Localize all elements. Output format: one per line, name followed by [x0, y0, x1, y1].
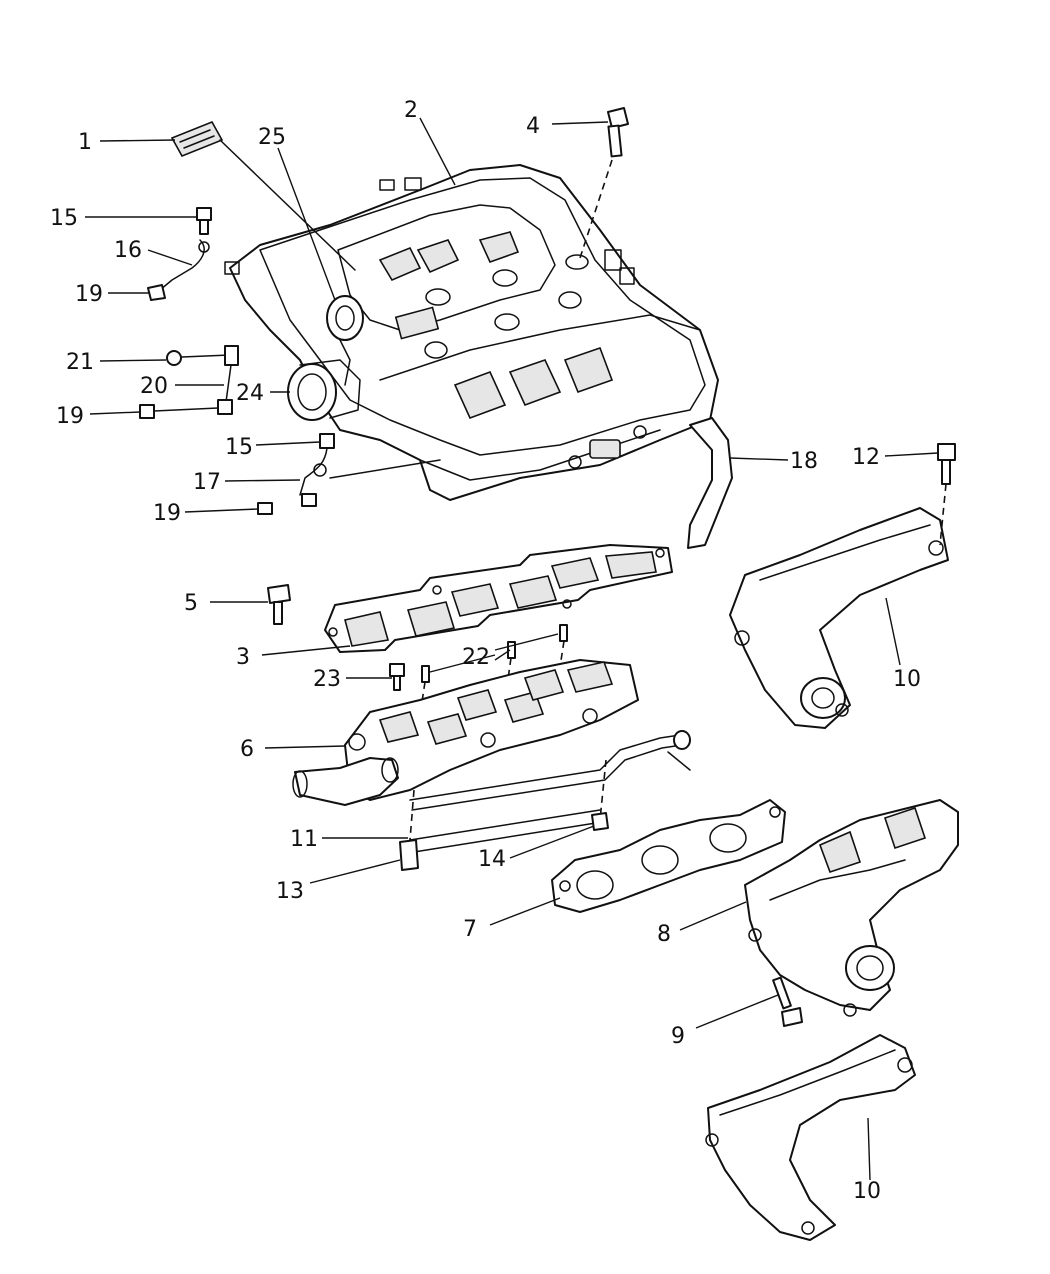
coolant-hose	[399, 759, 609, 871]
callout-1: 1	[78, 130, 92, 155]
callout-24: 24	[236, 381, 264, 406]
callout-19-lower: 19	[153, 501, 181, 526]
callout-22: 22	[462, 645, 490, 670]
callout-2: 2	[404, 98, 418, 123]
callout-16: 16	[114, 238, 142, 263]
callout-3: 3	[236, 645, 250, 670]
bracket-assembly-lower	[257, 433, 441, 515]
label-plate	[170, 120, 356, 271]
callout-9: 9	[671, 1024, 685, 1049]
upper-gasket	[324, 544, 673, 653]
bracket-18	[687, 417, 733, 549]
callout-23: 23	[313, 667, 341, 692]
bracket-assembly-upper	[147, 207, 212, 301]
heat-shield-upper	[729, 507, 949, 729]
callout-19-upper: 19	[75, 282, 103, 307]
callout-20: 20	[140, 374, 168, 399]
support-rod-assembly	[139, 345, 239, 419]
leader-lines	[85, 117, 939, 1181]
callout-18: 18	[790, 449, 818, 474]
callout-25: 25	[258, 125, 286, 150]
callout-10-upper: 10	[893, 667, 921, 692]
callout-6: 6	[240, 737, 254, 762]
callout-11: 11	[290, 827, 318, 852]
egr-valve	[326, 295, 364, 386]
bolt-5	[267, 584, 291, 625]
callout-13: 13	[276, 879, 304, 904]
callout-15-upper: 15	[50, 206, 78, 231]
callout-14: 14	[478, 847, 506, 872]
callout-8: 8	[657, 922, 671, 947]
bolt-9	[772, 976, 803, 1027]
exhaust-manifold	[744, 799, 959, 1017]
callout-4: 4	[526, 114, 540, 139]
callout-5: 5	[184, 591, 198, 616]
callout-12: 12	[852, 445, 880, 470]
callout-15-lower: 15	[225, 435, 253, 460]
lower-intake-manifold	[292, 659, 691, 811]
callout-7: 7	[463, 917, 477, 942]
bolt-12	[937, 443, 956, 546]
bolt-4	[579, 107, 629, 259]
heat-shield-lower	[705, 1034, 916, 1241]
callout-17: 17	[193, 470, 221, 495]
callout-labels: 1 2 25 4 15 16 19 21 20 19 24 15 17 19 1…	[50, 98, 921, 1204]
exhaust-gasket	[551, 799, 786, 913]
callout-19-middle: 19	[56, 404, 84, 429]
callout-10-lower: 10	[853, 1179, 881, 1204]
callout-21: 21	[66, 350, 94, 375]
bolt-23	[389, 663, 405, 691]
upper-intake-plenum	[224, 164, 719, 501]
